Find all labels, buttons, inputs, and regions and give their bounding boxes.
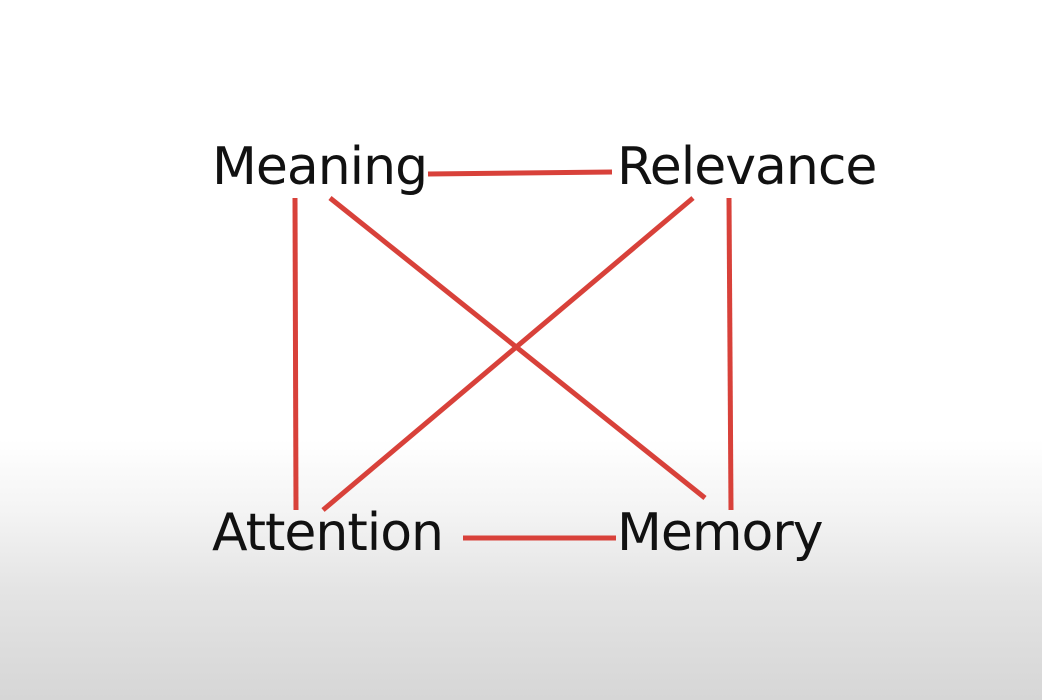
node-attention: Attention xyxy=(212,503,444,563)
node-memory: Memory xyxy=(617,503,823,563)
node-relevance: Relevance xyxy=(617,137,877,197)
node-meaning: Meaning xyxy=(212,137,428,197)
edge-relevance-memory xyxy=(726,197,734,511)
edge-meaning-relevance xyxy=(427,169,613,177)
edge-meaning-attention xyxy=(292,197,299,511)
edge-relevance-attention xyxy=(321,196,695,512)
